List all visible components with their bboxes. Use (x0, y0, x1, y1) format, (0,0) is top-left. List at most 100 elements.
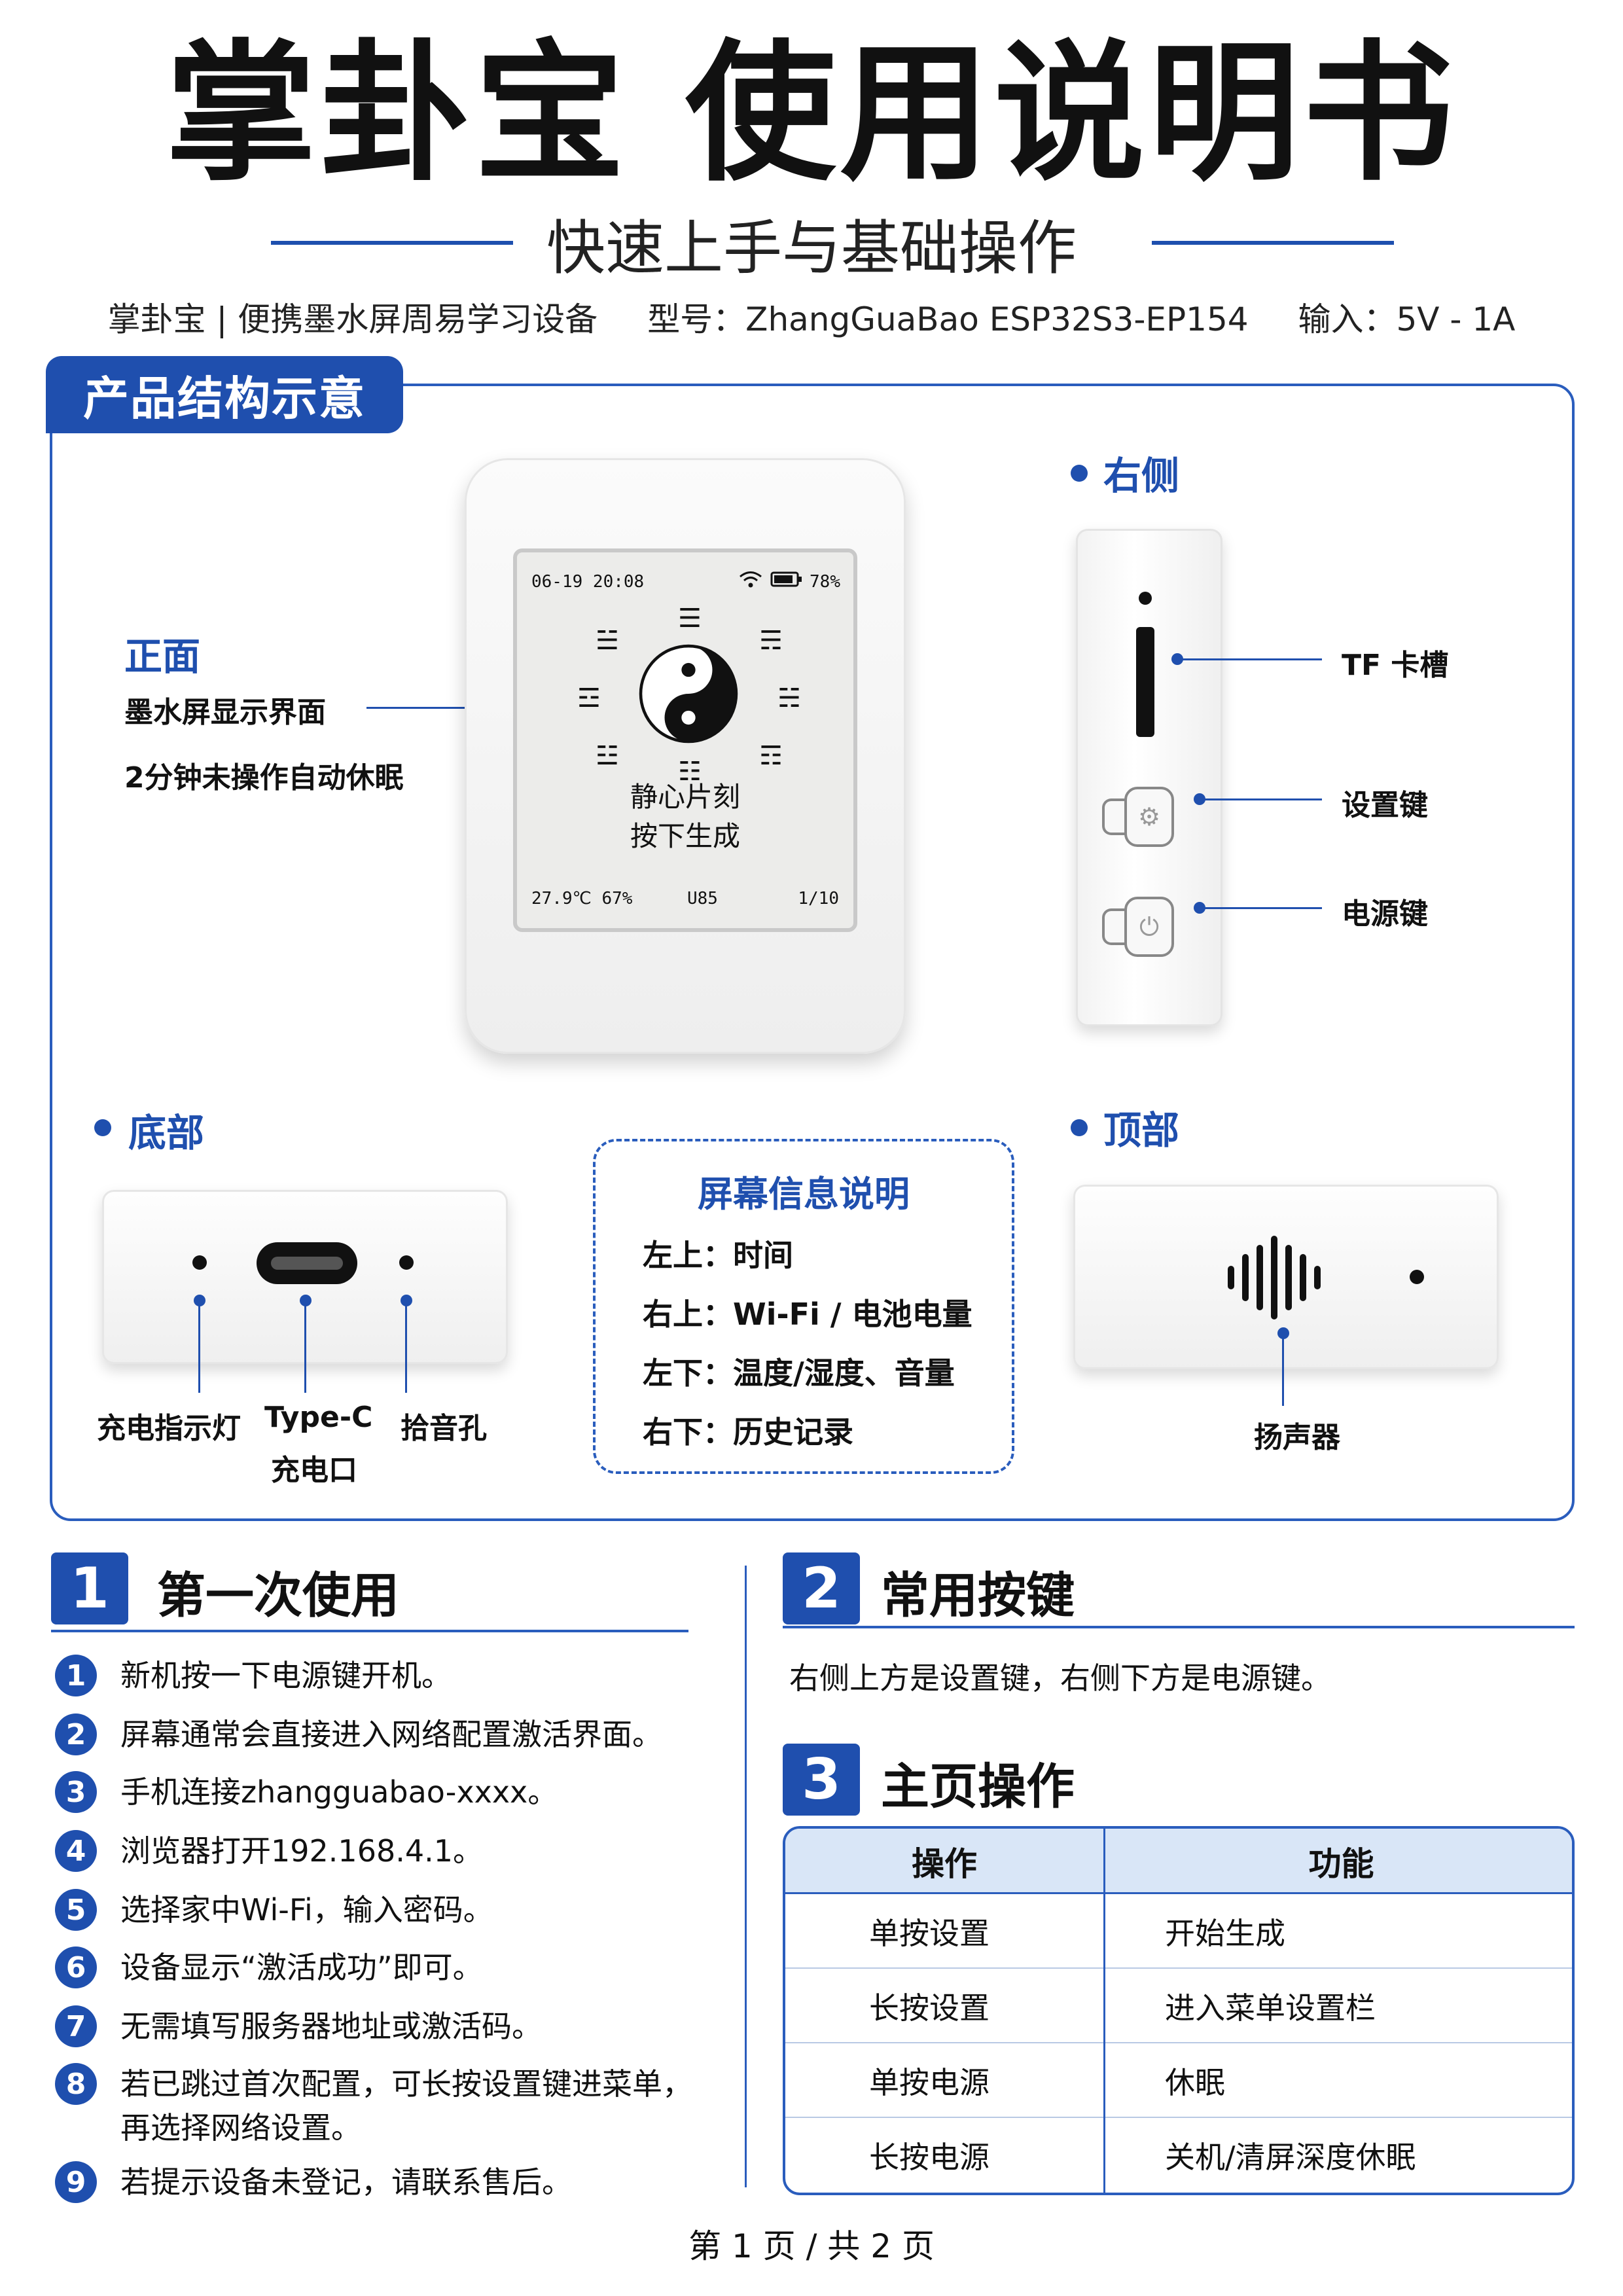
mic-pointer-line (405, 1301, 407, 1393)
screen-battery: 78% (810, 571, 840, 592)
table-column-divider (1103, 1829, 1105, 2193)
table-row: 单按电源 休眠 (785, 2043, 1572, 2118)
device-right-view: ⚙ ⏻ (1076, 529, 1222, 1026)
mic-pointer-dot (401, 1295, 412, 1306)
subtitle-row: 快速上手与基础操作 (0, 196, 1623, 288)
typec-label: Type-C (264, 1401, 373, 1434)
table-row: 长按设置 进入菜单设置栏 (785, 1969, 1572, 2043)
section-3-number: 3 (783, 1744, 860, 1816)
usb-c-port (257, 1242, 357, 1284)
column-divider (745, 1566, 747, 2187)
charge-led-label: 充电指示灯 (97, 1412, 241, 1445)
trigram-icon: ☷ (678, 757, 702, 787)
page-title: 掌卦宝 使用说明书 (165, 27, 1458, 202)
led-pointer-dot (194, 1295, 205, 1306)
screen-prompt-line1: 静心片刻 (630, 781, 740, 813)
speaker-pointer-line (1282, 1334, 1284, 1406)
settings-label: 设置键 (1342, 789, 1428, 822)
eink-screen: 06-19 20:08 78% ☱ ☰ ☴ ☲ ☵ ☳ ☷ ☶ 静心片刻 按下生… (513, 548, 857, 932)
meta-input: 输入：5V - 1A (1298, 300, 1516, 338)
screen-prompt-line2: 按下生成 (630, 820, 740, 852)
mic-hole (399, 1255, 414, 1270)
battery-icon (770, 570, 803, 593)
settings-pointer-dot (1194, 793, 1205, 805)
meta-product: 掌卦宝 | 便携墨水屏周易学习设备 (107, 300, 598, 338)
subtitle-rule-left (271, 241, 513, 245)
led-pointer-line (198, 1301, 200, 1393)
speaker-label: 扬声器 (1254, 1421, 1340, 1454)
meta-model: 型号：ZhangGuaBao ESP32S3-EP154 (647, 300, 1249, 338)
screen-status: 78% (738, 569, 840, 594)
page-subtitle: 快速上手与基础操作 (546, 214, 1077, 283)
typec-label-2: 充电口 (271, 1454, 357, 1487)
product-meta: 掌卦宝 | 便携墨水屏周易学习设备 型号：ZhangGuaBao ESP32S3… (0, 293, 1623, 340)
screen-info-box: 屏幕信息说明 左上：时间 右上：Wi-Fi / 电池电量 左下：温度/湿度、音量… (593, 1139, 1014, 1474)
trigram-icon: ☶ (759, 741, 783, 771)
home-operations-table: 操作 功能 单按设置 开始生成 长按设置 进入菜单设置栏 单按电源 休眠 长按电… (783, 1826, 1575, 2195)
bullet-dot (94, 1119, 111, 1136)
section-3-title: 主页操作 (881, 1759, 1075, 1815)
trigram-icon: ☵ (777, 683, 801, 713)
tf-pointer-dot (1171, 653, 1183, 665)
table-row: 单按设置 开始生成 (785, 1894, 1572, 1969)
screen-temp-humidity: 27.9℃ 67% (531, 889, 633, 908)
yin-yang-icon (639, 644, 738, 744)
tf-pointer-line (1178, 658, 1322, 660)
section-1-number: 1 (51, 1552, 128, 1624)
screen-info-row: 左上：时间 (643, 1238, 793, 1273)
table-header-cell: 操作 (912, 1845, 977, 1883)
device-bottom-view (102, 1190, 508, 1364)
power-icon: ⏻ (1139, 912, 1160, 941)
screen-info-row: 右上：Wi-Fi / 电池电量 (643, 1297, 972, 1332)
power-label: 电源键 (1342, 897, 1428, 931)
trigram-icon: ☱ (596, 626, 619, 656)
screen-history: 1/10 (798, 889, 839, 908)
screen-info-row: 右下：历史记录 (643, 1414, 853, 1450)
power-button-notch (1102, 908, 1128, 945)
section-2-rule (783, 1626, 1575, 1628)
wifi-icon (738, 569, 764, 594)
bottom-title: 底部 (128, 1111, 205, 1155)
power-pointer-line (1200, 907, 1322, 909)
power-button: ⏻ (1124, 897, 1174, 957)
typec-pointer-dot (300, 1295, 312, 1306)
screen-time: 06-19 20:08 (531, 572, 645, 592)
tf-label: TF 卡槽 (1342, 649, 1449, 682)
trigram-icon: ☲ (577, 683, 601, 713)
page-footer: 第 1 页 / 共 2 页 (688, 2227, 935, 2265)
section-2-number: 2 (783, 1552, 860, 1624)
screen-info-row: 左下：温度/湿度、音量 (643, 1355, 955, 1391)
typec-pointer-line (304, 1301, 306, 1393)
screen-info-title: 屏幕信息说明 (698, 1174, 910, 1215)
tf-card-slot (1136, 627, 1154, 737)
settings-pointer-line (1200, 798, 1322, 800)
section-1-rule (51, 1630, 688, 1632)
top-title: 顶部 (1103, 1108, 1180, 1153)
charge-led-hole (192, 1255, 207, 1270)
settings-button-notch (1102, 798, 1128, 835)
structure-tab: 产品结构示意 (46, 356, 403, 433)
side-indicator-hole (1139, 592, 1152, 605)
mic-label: 拾音孔 (401, 1412, 487, 1445)
screen-volume: U85 (687, 889, 718, 908)
subtitle-rule-right (1152, 241, 1394, 245)
table-row: 长按电源 关机/清屏深度休眠 (869, 2140, 1416, 2175)
bullet-dot (1071, 1119, 1088, 1136)
keys-description: 右侧上方是设置键，右侧下方是电源键。 (789, 1660, 1331, 1696)
device-front-view: 06-19 20:08 78% ☱ ☰ ☴ ☲ ☵ ☳ ☷ ☶ 静心片刻 按下生… (465, 458, 906, 1054)
trigram-icon: ☴ (759, 626, 783, 656)
power-pointer-dot (1194, 902, 1205, 914)
settings-button: ⚙ (1124, 787, 1174, 847)
bullet-dot (1071, 465, 1088, 482)
right-side-title: 右侧 (1103, 454, 1180, 498)
device-top-view (1073, 1185, 1499, 1369)
gear-icon: ⚙ (1137, 802, 1161, 831)
trigram-icon: ☳ (596, 741, 619, 771)
